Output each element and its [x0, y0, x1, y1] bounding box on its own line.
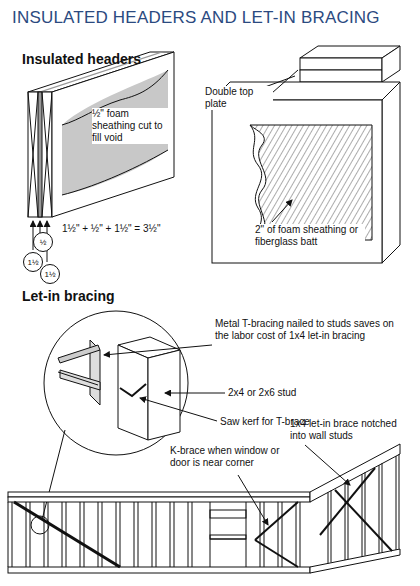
stud	[44, 502, 45, 567]
stud	[8, 502, 9, 567]
stud	[328, 492, 329, 563]
stud	[331, 490, 332, 562]
stud	[379, 465, 380, 553]
stud	[264, 502, 265, 567]
stud	[102, 502, 103, 567]
stud	[138, 502, 139, 567]
stud	[62, 502, 63, 567]
stud	[134, 502, 135, 567]
header-right	[212, 46, 400, 263]
stud	[12, 502, 13, 567]
section-heading: Let-in bracing	[22, 290, 115, 302]
title: INSULATED HEADERS AND LET-IN BRACING	[12, 8, 380, 28]
leader-line	[272, 70, 298, 93]
stud	[399, 454, 400, 549]
callout-label: 2x4 or 2x6 stud	[228, 387, 296, 399]
stud	[396, 456, 397, 550]
stud	[116, 502, 117, 567]
stud	[192, 502, 193, 567]
stud	[278, 502, 279, 567]
stud	[120, 502, 121, 567]
stud	[296, 502, 297, 567]
stud	[80, 502, 81, 567]
stud	[152, 502, 153, 567]
stud	[84, 502, 85, 567]
stud	[188, 502, 189, 567]
stud	[345, 483, 346, 560]
stud	[170, 502, 171, 567]
callout-circle: 1½	[40, 264, 60, 284]
stud	[210, 539, 246, 540]
stud	[246, 502, 247, 567]
stud	[48, 502, 49, 567]
leader-line	[238, 475, 268, 525]
stud	[30, 502, 31, 567]
stud	[282, 502, 283, 567]
stud	[362, 474, 363, 556]
stud	[300, 502, 301, 567]
callout-label: 1x4 let-in brace notched into wall studs	[290, 418, 408, 442]
stud	[98, 502, 99, 567]
leader-line	[305, 445, 350, 485]
stud	[66, 502, 67, 567]
callout-label: Metal T-bracing nailed to studs saves on…	[215, 318, 395, 342]
stud	[382, 463, 383, 552]
callout-label: 2" of foam sheathing or fiberglass batt	[255, 224, 365, 248]
stud	[174, 502, 175, 567]
section-heading: Insulated headers	[22, 53, 141, 65]
callout-label: ½" foam sheathing cut to fill void	[92, 108, 172, 144]
stud	[156, 502, 157, 567]
stud	[26, 502, 27, 567]
stud	[210, 502, 211, 567]
callout-number: 1½	[44, 270, 55, 279]
callout-circle: ½	[33, 232, 53, 252]
stud	[348, 481, 349, 559]
wall-frame	[8, 430, 410, 573]
header-left	[28, 52, 174, 262]
callout-label: Double top plate	[205, 86, 273, 110]
callout-label: 1½" + ½" + 1½" = 3½"	[62, 223, 160, 235]
stud	[365, 472, 366, 555]
callout-number: ½	[40, 238, 47, 247]
callout-number: 1½	[27, 258, 38, 267]
callout-label: K-brace when window or door is near corn…	[170, 445, 288, 469]
